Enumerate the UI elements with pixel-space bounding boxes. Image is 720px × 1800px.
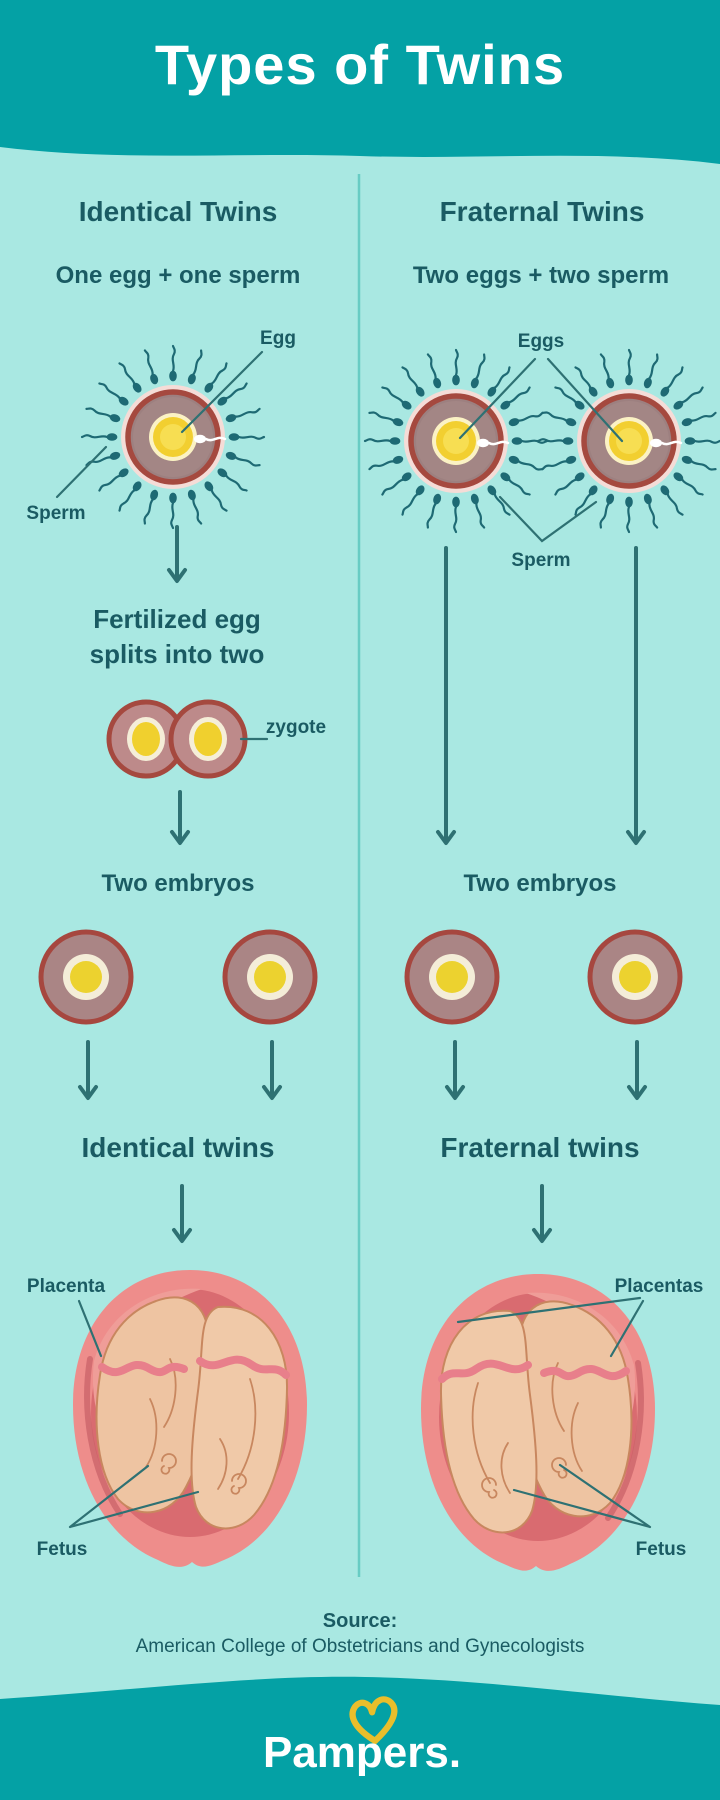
footer-wave-band xyxy=(0,1676,720,1800)
flow-arrows xyxy=(78,525,647,1243)
embryo-right-2 xyxy=(590,932,680,1022)
header-wave-band xyxy=(0,0,720,164)
step-fertilized-line2: splits into two xyxy=(89,639,265,669)
label-fetus-left: Fetus xyxy=(36,1539,88,1560)
step-fertilized-line1: Fertilized egg xyxy=(93,604,261,634)
heading-identical-twins: Identical Twins xyxy=(78,196,278,227)
source-text: American College of Obstetricians and Gy… xyxy=(135,1636,585,1657)
womb-identical-twins xyxy=(73,1270,307,1567)
embryo-left-2 xyxy=(225,932,315,1022)
label-egg: Egg xyxy=(260,328,296,349)
page-title: Types of Twins xyxy=(154,33,566,96)
embryo-left-1 xyxy=(41,932,131,1022)
subtitle-two-eggs: Two eggs + two sperm xyxy=(412,262,670,289)
label-pointer-lines xyxy=(55,350,652,1529)
result-identical-twins: Identical twins xyxy=(81,1132,275,1163)
label-placentas: Placentas xyxy=(614,1276,704,1297)
egg-diagram-right-1 xyxy=(365,350,547,532)
subtitle-one-egg: One egg + one sperm xyxy=(55,262,301,289)
label-eggs: Eggs xyxy=(517,331,565,352)
pampers-heart-icon xyxy=(349,1696,398,1745)
heading-fraternal-twins: Fraternal Twins xyxy=(439,196,645,227)
label-placenta: Placenta xyxy=(26,1276,106,1297)
heading-two-embryos-left: Two embryos xyxy=(101,870,255,897)
zygote-diagram-left xyxy=(109,702,245,776)
heading-two-embryos-right: Two embryos xyxy=(463,870,617,897)
result-fraternal-twins: Fraternal twins xyxy=(440,1132,640,1163)
pampers-logo: Pampers. xyxy=(262,1728,462,1777)
embryo-right-1 xyxy=(407,932,497,1022)
egg-diagram-left xyxy=(82,346,264,528)
label-sperm-left: Sperm xyxy=(26,503,86,524)
label-sperm-right: Sperm xyxy=(511,550,571,571)
womb-fraternal-twins xyxy=(421,1274,655,1571)
label-zygote: zygote xyxy=(265,717,327,738)
label-fetus-right: Fetus xyxy=(635,1539,687,1560)
source-label: Source: xyxy=(322,1610,398,1632)
